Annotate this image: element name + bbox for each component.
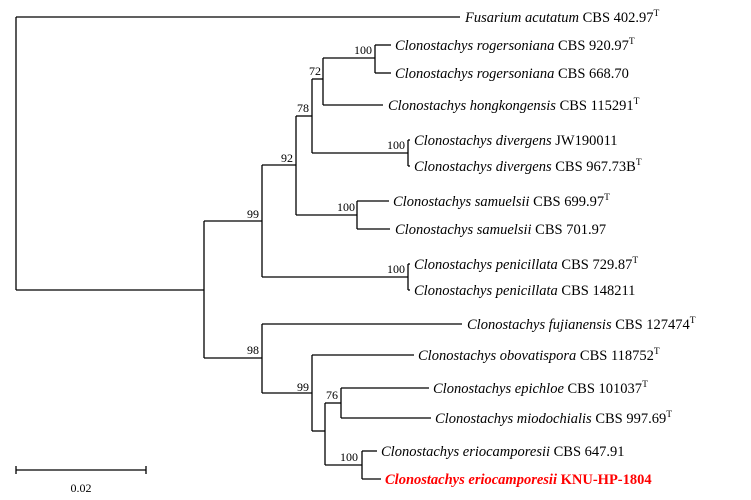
taxon-label: Clonostachys eriocamporesii CBS 647.91 <box>381 444 625 460</box>
taxon-label: Clonostachys obovatispora CBS 118752T <box>418 347 660 364</box>
taxon-label: Clonostachys samuelsii CBS 701.97 <box>395 222 606 238</box>
bootstrap-value: 100 <box>387 138 405 152</box>
bootstrap-value: 100 <box>340 450 358 464</box>
taxon-label: Clonostachys penicillata CBS 729.87T <box>414 256 638 273</box>
bootstrap-value: 78 <box>297 101 309 115</box>
taxon-label: Clonostachys rogersoniana CBS 668.70 <box>395 66 629 82</box>
scale-bar: 0.02 <box>15 466 147 495</box>
taxon-label: Clonostachys epichloe CBS 101037T <box>433 380 648 397</box>
taxon-label: Clonostachys samuelsii CBS 699.97T <box>393 193 610 210</box>
bootstrap-value: 100 <box>337 200 355 214</box>
taxon-label: Clonostachys rogersoniana CBS 920.97T <box>395 37 635 54</box>
tree-branches <box>15 16 462 480</box>
taxon-label-highlighted: Clonostachys eriocamporesii KNU-HP-1804 <box>385 472 652 488</box>
taxon-label: Clonostachys fujianensis CBS 127474T <box>467 316 696 333</box>
bootstrap-value: 99 <box>297 380 309 394</box>
bootstrap-value: 100 <box>354 43 372 57</box>
taxon-label: Clonostachys miodochialis CBS 997.69T <box>435 410 672 427</box>
taxon-label: Clonostachys hongkongensis CBS 115291T <box>388 97 640 114</box>
taxon-label: Fusarium acutatum CBS 402.97T <box>464 9 660 26</box>
bootstrap-values: 100 72 78 100 92 100 99 100 98 76 99 100 <box>247 43 405 464</box>
bootstrap-value: 100 <box>387 262 405 276</box>
taxon-label: Clonostachys divergens JW190011 <box>414 133 618 149</box>
bootstrap-value: 92 <box>281 151 293 165</box>
scale-bar-label: 0.02 <box>71 481 92 495</box>
taxon-label: Clonostachys penicillata CBS 148211 <box>414 283 635 299</box>
bootstrap-value: 72 <box>309 64 321 78</box>
bootstrap-value: 98 <box>247 343 259 357</box>
taxon-labels: Fusarium acutatum CBS 402.97T Clonostach… <box>381 9 696 488</box>
bootstrap-value: 76 <box>326 388 338 402</box>
taxon-label: Clonostachys divergens CBS 967.73BT <box>414 158 642 175</box>
bootstrap-value: 99 <box>247 207 259 221</box>
